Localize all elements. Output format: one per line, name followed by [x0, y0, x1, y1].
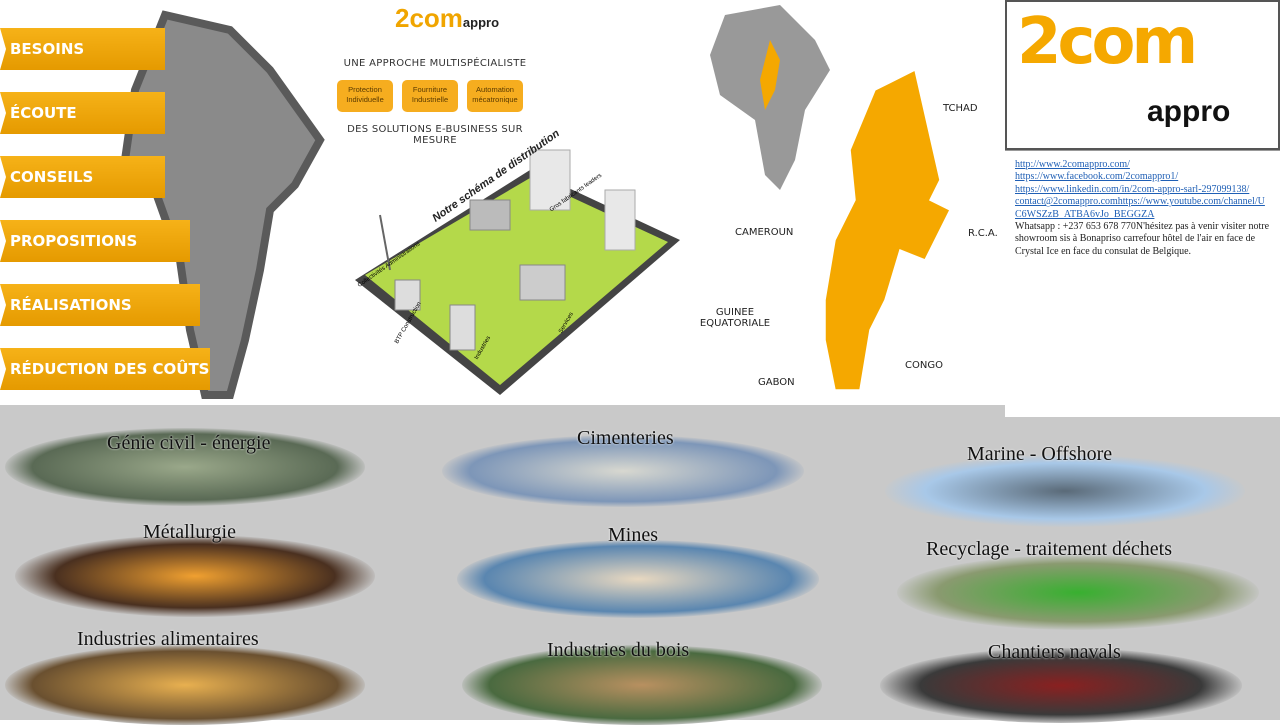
process-steps: BESOINS ÉCOUTE CONSEILS PROPOSITIONS RÉA…: [0, 0, 325, 400]
label-gabon: GABON: [758, 377, 795, 388]
sector-image-bois: [462, 645, 822, 725]
sector-image-recyclage: [897, 555, 1259, 630]
step-propositions: PROPOSITIONS: [0, 220, 190, 262]
sector-image-mines: [457, 540, 819, 618]
step-conseils: CONSEILS: [0, 156, 165, 198]
contact-info: http://www.2comappro.com/ https://www.fa…: [1005, 150, 1280, 417]
logo-sub: appro: [1147, 95, 1231, 128]
sector-chantiers: Chantiers navals: [988, 641, 1121, 663]
sector-alimentaires: Industries alimentaires: [77, 628, 259, 650]
contact-text: Whatsapp : +237 653 678 770N'hésitez pas…: [1015, 221, 1270, 257]
facebook-link[interactable]: https://www.facebook.com/2comappro1/: [1015, 171, 1179, 183]
tagline-top: UNE APPROCHE MULTISPÉCIALISTE: [343, 58, 527, 69]
box-fourniture: Fourniture Industrielle: [402, 80, 458, 112]
cemac-map: TCHAD R.C.A. CAMEROUN GUINEE EQUATORIALE…: [685, 0, 1005, 405]
linkedin-link[interactable]: https://www.linkedin.com/in/2com-appro-s…: [1015, 183, 1250, 195]
brochure-logo: 2comappro: [395, 3, 500, 33]
sector-marine: Marine - Offshore: [967, 443, 1113, 465]
website-link[interactable]: http://www.2comappro.com/: [1015, 159, 1130, 170]
sector-bois: Industries du bois: [547, 639, 690, 661]
logo-main: 2com: [1017, 5, 1198, 79]
label-guinee: GUINEE EQUATORIALE: [699, 307, 771, 329]
box-protection: Protection Individuelle: [337, 80, 393, 112]
email-youtube-link[interactable]: contact@2comappro.comhttps://www.youtube…: [1015, 196, 1265, 220]
company-logo: 2com appro: [1005, 0, 1280, 150]
sector-image-cimenteries: [442, 435, 804, 507]
sector-recyclage: Recyclage - traitement déchets: [926, 538, 1172, 560]
label-congo: CONGO: [905, 360, 943, 371]
step-reduction: RÉDUCTION DES COÛTS: [0, 348, 210, 390]
step-ecoute: ÉCOUTE: [0, 92, 165, 134]
label-rca: R.C.A.: [968, 228, 998, 239]
step-realisations: RÉALISATIONS: [0, 284, 200, 326]
distribution-brochure: 2comappro UNE APPROCHE MULTISPÉCIALISTE …: [330, 0, 685, 400]
label-tchad: TCHAD: [943, 103, 978, 114]
step-besoins: BESOINS: [0, 28, 165, 70]
sector-image-genie-civil: [5, 428, 365, 506]
sector-mines: Mines: [608, 524, 658, 546]
label-cameroun: CAMEROUN: [735, 227, 794, 238]
sector-genie-civil: Génie civil - énergie: [107, 432, 271, 454]
isometric-diagram: [355, 149, 680, 395]
sector-cimenteries: Cimenteries: [577, 427, 674, 449]
sector-image-metallurgie: [15, 535, 375, 617]
map-graphic: [710, 5, 952, 391]
sector-image-alimentaires: [5, 645, 365, 725]
sector-metallurgie: Métallurgie: [143, 521, 236, 543]
box-automation: Automation mécatronique: [467, 80, 523, 112]
sector-image-chantiers: [880, 648, 1242, 723]
sector-image-marine: [885, 455, 1245, 527]
tagline-bottom: DES SOLUTIONS E-BUSINESS SUR MESURE: [347, 124, 523, 146]
